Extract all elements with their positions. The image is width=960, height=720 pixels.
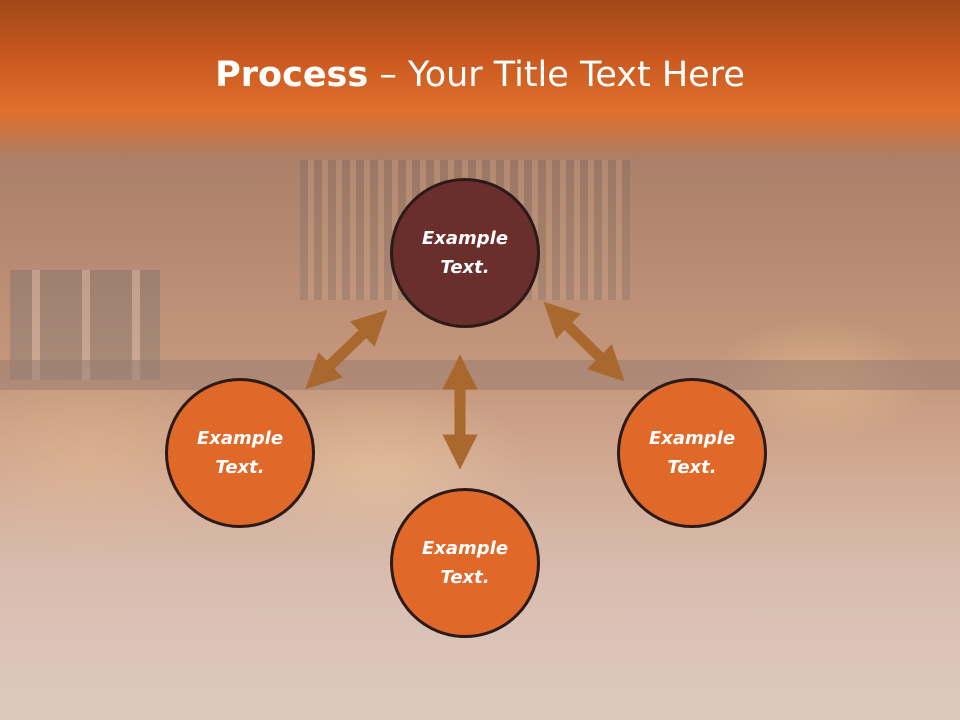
process-node-right[interactable]: Example Text. <box>617 378 767 528</box>
process-node-top[interactable]: Example Text. <box>390 178 540 328</box>
process-node-top-text: Example Text. <box>421 228 509 278</box>
process-node-left[interactable]: Example Text. <box>165 378 315 528</box>
title-banner <box>0 0 960 160</box>
slide-title-strong: Process <box>215 55 369 95</box>
process-node-bottom[interactable]: Example Text. <box>390 488 540 638</box>
process-node-bottom-text: Example Text. <box>421 538 509 588</box>
double-arrow-right[interactable] <box>543 301 625 382</box>
slide-title-rest: – Your Title Text Here <box>368 55 745 95</box>
slide-title[interactable]: Process – Your Title Text Here <box>0 52 960 98</box>
double-arrow-left[interactable] <box>305 309 388 390</box>
process-node-right-text: Example Text. <box>648 428 736 478</box>
process-node-left-text: Example Text. <box>196 428 284 478</box>
